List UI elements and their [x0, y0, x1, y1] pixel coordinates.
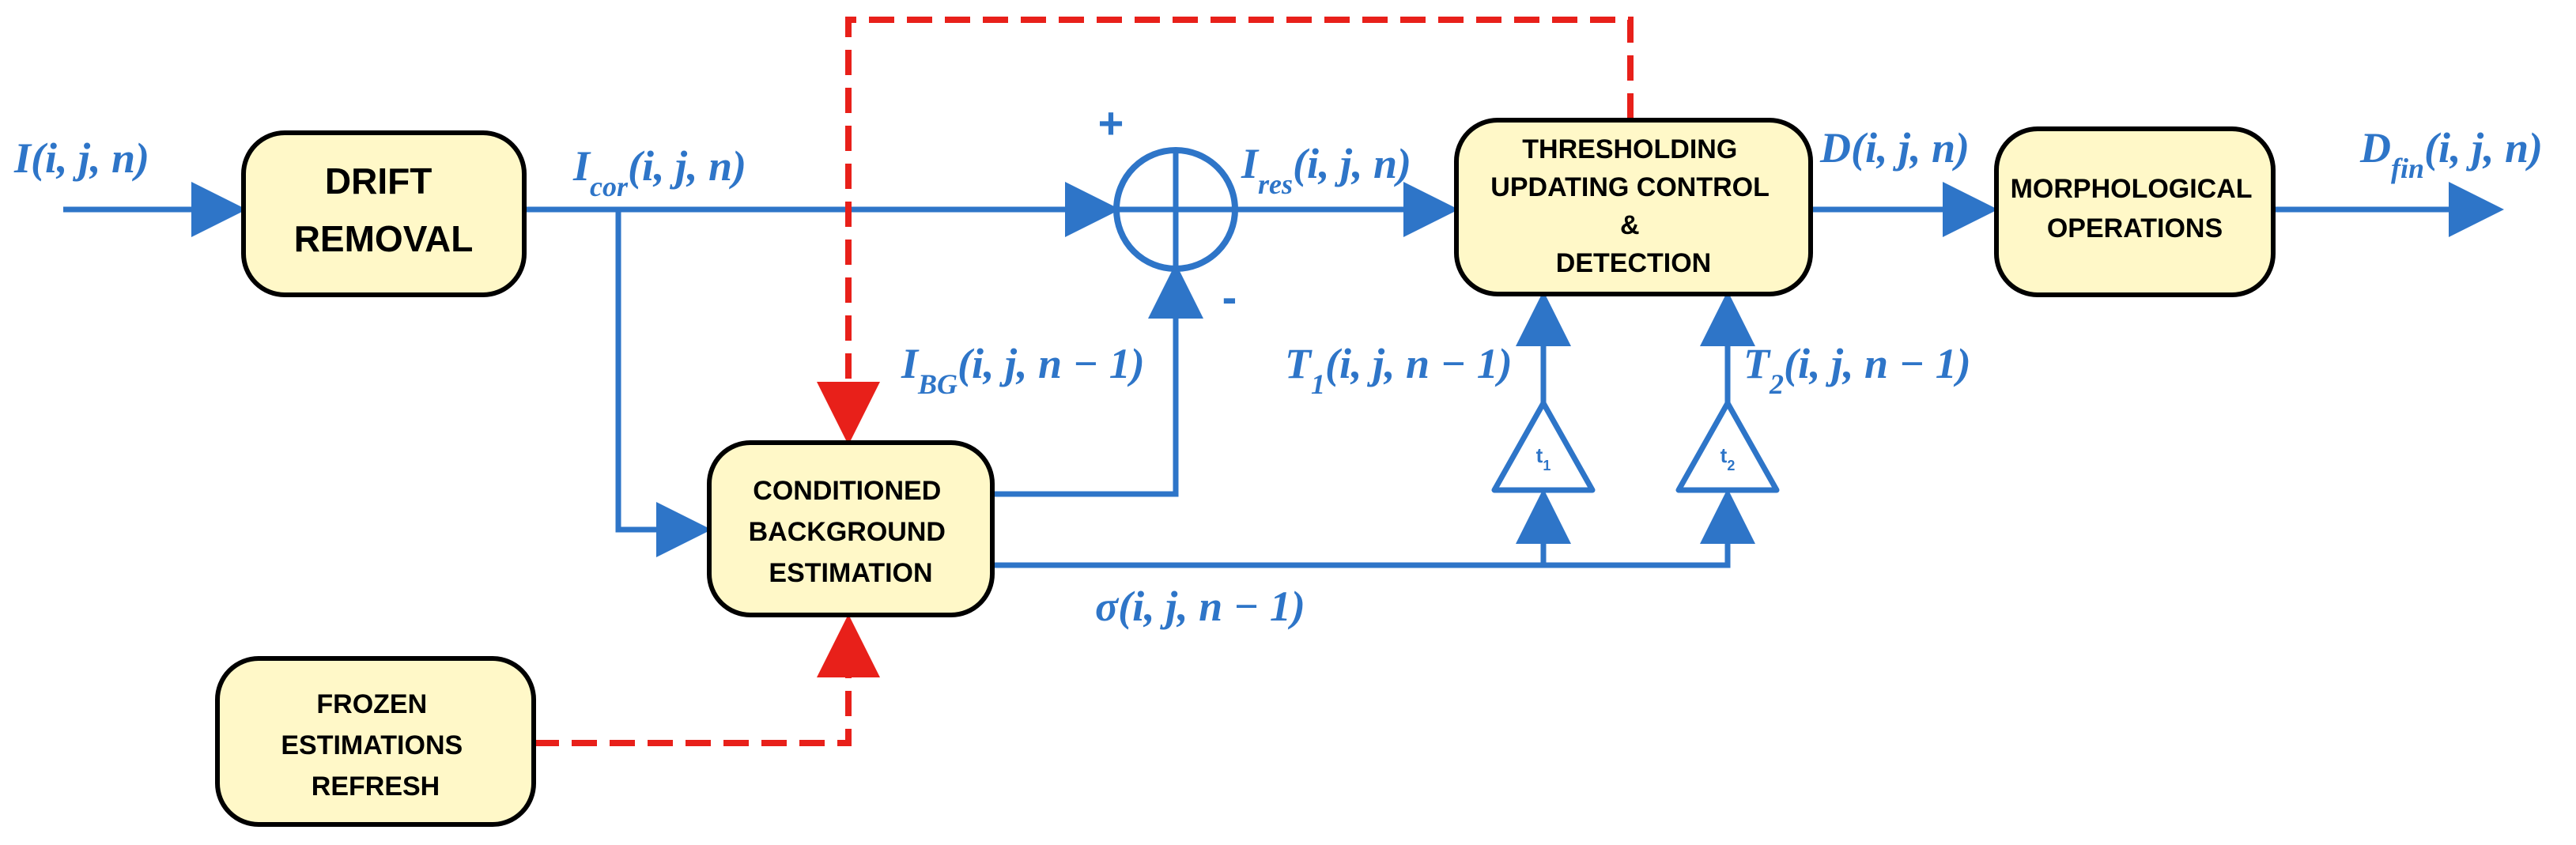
thresholding-line-1: THRESHOLDING	[1522, 134, 1737, 164]
frozen-refresh-block: FROZEN ESTIMATIONS REFRESH	[215, 656, 536, 827]
label-corrected: Icor(i, j, n)	[572, 142, 746, 202]
background-to-sum-arrow	[992, 263, 1203, 497]
conditioned-bg-line-2: BACKGROUND	[749, 517, 946, 547]
frozen-refresh-line-3: REFRESH	[312, 771, 440, 802]
svg-text:CONDITIONED BACKGROUND: CONDITIONED BACKGROUND ESTIMATION	[749, 476, 954, 588]
control-lines	[534, 17, 1634, 746]
label-threshold2: T2(i, j, n − 1)	[1743, 340, 1971, 400]
morphological-line-2: OPERATIONS	[2047, 213, 2223, 243]
gain-t1: t1	[1491, 400, 1596, 493]
thresholding-line-3: &	[1620, 210, 1640, 240]
svg-text:DRIFT REMOVAL: DRIFT REMOVAL	[294, 160, 474, 259]
drift-removal-line-1: DRIFT	[325, 160, 432, 202]
svg-text:t2: t2	[1720, 443, 1736, 473]
gain-t1-sub: 1	[1543, 458, 1551, 473]
sigma-line	[992, 494, 1731, 568]
gain-t2-base: t	[1720, 443, 1728, 467]
corrected-branch-arrow	[615, 209, 712, 557]
svg-text:THRESHOLDING UPDATING CO: THRESHOLDING UPDATING CONTROL & DETECTIO…	[1490, 134, 1776, 278]
svg-text:FROZEN ESTIMATIONS: FROZEN ESTIMATIONS REFRESH	[281, 689, 470, 802]
svg-text:MORPHOLOGICAL OPERATIONS: MORPHOLOGICAL OPERATIONS	[2011, 174, 2260, 243]
frozen-refresh-dashed	[534, 614, 880, 746]
signal-lines	[63, 182, 2504, 568]
frozen-refresh-line-1: FROZEN	[316, 689, 427, 719]
thresholding-line-4: DETECTION	[1556, 248, 1711, 278]
svg-text:t1: t1	[1536, 443, 1551, 473]
gain-t2: t2	[1675, 400, 1780, 493]
label-final: Dfin(i, j, n)	[2359, 124, 2543, 184]
minus-sign: -	[1222, 272, 1237, 322]
plus-sign: +	[1098, 98, 1124, 148]
label-input: I(i, j, n)	[13, 134, 149, 182]
drift-removal-block: DRIFT REMOVAL	[241, 130, 527, 297]
gain-t2-sub: 2	[1727, 458, 1735, 473]
label-detection: D(i, j, n)	[1819, 124, 1970, 172]
gain-t1-base: t	[1536, 443, 1543, 467]
conditioned-background-block: CONDITIONED BACKGROUND ESTIMATION	[707, 440, 995, 617]
label-threshold1: T1(i, j, n − 1)	[1285, 340, 1513, 400]
label-background: IBG(i, j, n − 1)	[901, 340, 1145, 400]
frozen-refresh-line-2: ESTIMATIONS	[281, 730, 463, 760]
conditioned-bg-line-3: ESTIMATION	[769, 558, 932, 588]
label-sigma: σ(i, j, n − 1)	[1095, 583, 1305, 630]
thresholding-line-2: UPDATING CONTROL	[1490, 172, 1769, 202]
threshold-feedback-dashed	[817, 17, 1634, 445]
drift-removal-line-2: REMOVAL	[294, 218, 474, 259]
thresholding-block: THRESHOLDING UPDATING CONTROL & DETECTIO…	[1454, 118, 1813, 296]
morphological-line-1: MORPHOLOGICAL	[2011, 174, 2252, 204]
conditioned-bg-line-1: CONDITIONED	[753, 476, 941, 506]
summing-junction: + -	[1098, 98, 1238, 322]
morphological-block: MORPHOLOGICAL OPERATIONS	[1994, 126, 2276, 297]
label-residual: Ires(i, j, n)	[1241, 140, 1411, 200]
